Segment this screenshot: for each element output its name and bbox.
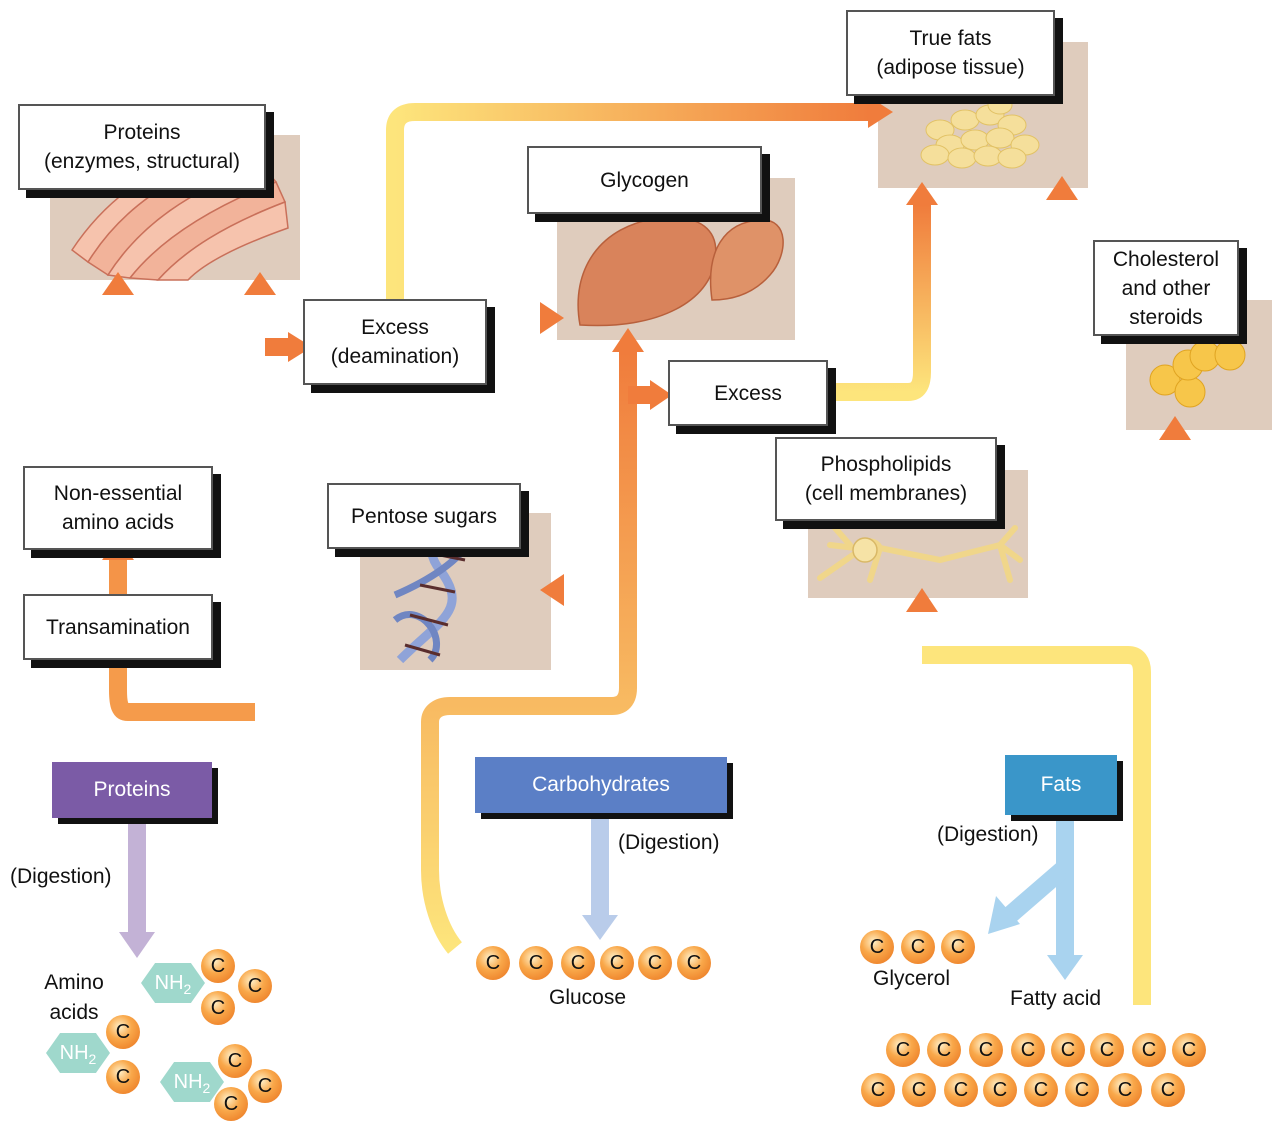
glucose-carbon: C (561, 946, 595, 980)
carbon-atom: C (106, 1015, 140, 1049)
excess-box: Excess (668, 360, 828, 426)
fatty-acid-carbon: C (861, 1073, 895, 1107)
carbon-atom: C (106, 1060, 140, 1094)
fatty-acid-carbon: C (927, 1033, 961, 1067)
cholesterol-box: Cholesterol and other steroids (1093, 240, 1239, 336)
digestion-arrows (119, 810, 1083, 980)
proteins-source-box: Proteins (52, 762, 212, 818)
glucose-carbon: C (600, 946, 634, 980)
digestion-label-proteins: (Digestion) (10, 865, 112, 888)
carbohydrate-pathway (421, 182, 938, 954)
true-fats-box: True fats (adipose tissue) (846, 10, 1055, 96)
phospholipids-box: Phospholipids (cell membranes) (775, 437, 997, 521)
carbon-atom: C (218, 1044, 252, 1078)
fatty-acid-carbon: C (1011, 1033, 1045, 1067)
fatty-acid-carbon: C (944, 1073, 978, 1107)
fatty-acid-carbon: C (902, 1073, 936, 1107)
fatty-acid-carbon: C (1065, 1073, 1099, 1107)
fatty-acid-carbon: C (886, 1033, 920, 1067)
fatty-acid-carbon: C (1132, 1033, 1166, 1067)
steroid-illustration (1149, 339, 1246, 408)
neuron-illustration (817, 525, 1023, 583)
digestion-label-carbohydrates: (Digestion) (618, 831, 720, 854)
fatty-acid-carbon: C (1108, 1073, 1142, 1107)
fatty-acid-carbon: C (983, 1073, 1017, 1107)
proteins-enzymes-box: Proteins (enzymes, structural) (18, 104, 266, 190)
digestion-label-fats: (Digestion) (937, 823, 1039, 846)
glucose-carbon: C (677, 946, 711, 980)
carbon-atom: C (248, 1069, 282, 1103)
carbon-atom: C (214, 1087, 248, 1121)
glucose-carbon: C (476, 946, 510, 980)
fatty-acid-carbon: C (1051, 1033, 1085, 1067)
fatty-acid-carbon: C (1024, 1073, 1058, 1107)
fatty-acid-carbon: C (1151, 1073, 1185, 1107)
glucose-carbon: C (638, 946, 672, 980)
transamination-box: Transamination (23, 594, 213, 660)
glycerol-carbon: C (901, 930, 935, 964)
carbon-atom: C (201, 949, 235, 983)
fatty-acid-carbon: C (1090, 1033, 1124, 1067)
carbon-atom: C (201, 991, 235, 1025)
carbohydrates-source-box: Carbohydrates (475, 757, 727, 813)
non-essential-amino-acids-box: Non-essential amino acids (23, 466, 213, 550)
glycerol-carbon: C (941, 930, 975, 964)
fat-pathway (906, 176, 1191, 1005)
glycerol-label: Glycerol (873, 967, 951, 990)
glycerol-carbon: C (860, 930, 894, 964)
glycogen-box: Glycogen (527, 146, 762, 214)
glucose-label: Glucose (549, 986, 627, 1009)
excess-deamination-box: Excess (deamination) (303, 299, 487, 385)
fatty-acid-label: Fatty acid (1010, 987, 1102, 1010)
fats-source-box: Fats (1005, 755, 1117, 815)
fatty-acid-carbon: C (1172, 1033, 1206, 1067)
carbon-atom: C (238, 969, 272, 1003)
adipose-cells-illustration (920, 95, 1040, 169)
fatty-acid-carbon: C (969, 1033, 1003, 1067)
amino-acids-label: Amino acids (44, 971, 104, 1024)
glucose-carbon: C (519, 946, 553, 980)
pentose-sugars-box: Pentose sugars (327, 483, 521, 549)
protein-pathway (102, 96, 893, 945)
liver-illustration (577, 216, 784, 327)
